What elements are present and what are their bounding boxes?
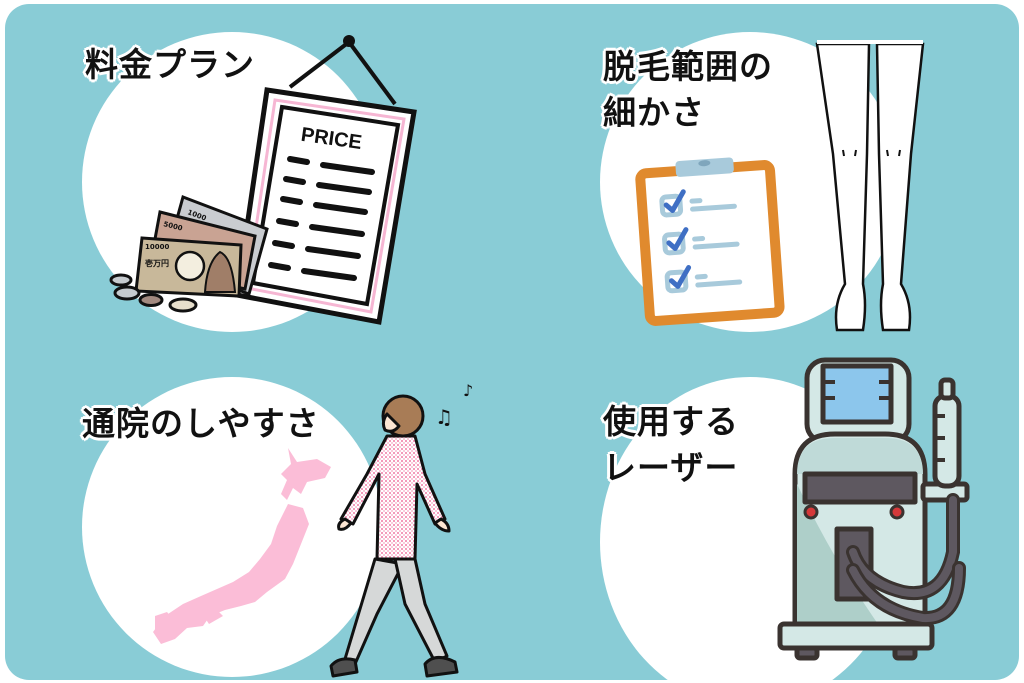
banknotes-coins-icon: 1000 5000 10000 壱万円 xyxy=(109,195,269,313)
label-price: 料金プラン xyxy=(85,45,255,84)
label-range: 脱毛範囲の 細かさ xyxy=(603,47,773,132)
laser-machine-icon xyxy=(777,357,970,661)
legs-icon xyxy=(815,40,925,332)
svg-text:♫: ♫ xyxy=(435,405,453,429)
clipboard-checklist-icon xyxy=(635,157,785,326)
svg-text:♪: ♪ xyxy=(463,381,473,400)
infographic-panel: PRICE 1000 5000 10000 壱万円 料金プラン xyxy=(5,4,1019,680)
label-laser: 使用する レーザー xyxy=(603,402,739,487)
label-access: 通院のしやすさ xyxy=(82,404,320,443)
japan-map-icon xyxy=(153,448,331,644)
circle-access xyxy=(82,377,382,677)
svg-text:壱万円: 壱万円 xyxy=(145,258,169,268)
walking-woman-icon: ♫ ♪ xyxy=(329,381,473,678)
price-sign-icon: PRICE xyxy=(234,35,417,325)
svg-text:10000: 10000 xyxy=(145,243,169,251)
